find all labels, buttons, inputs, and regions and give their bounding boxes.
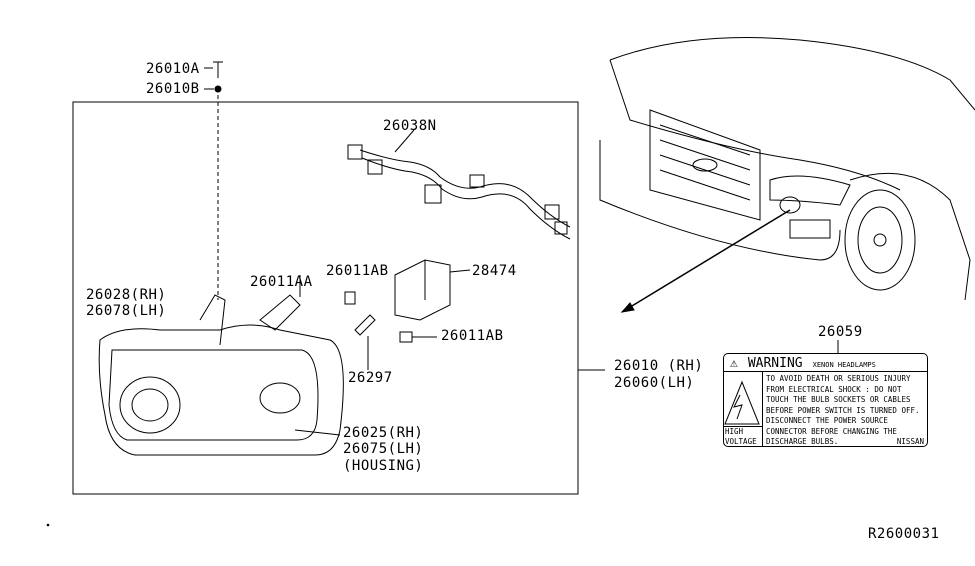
warning-triangle-icon xyxy=(724,380,760,425)
high-text: HIGH xyxy=(725,427,744,436)
xenon-warning-label: ⚠ WARNING XENON HEADLAMPS HIGH VOLTAGE T… xyxy=(723,353,928,447)
part-26078-label: 26078(LH) xyxy=(86,303,167,319)
high-voltage-panel: HIGH VOLTAGE xyxy=(724,372,763,447)
warning-subtitle: XENON HEADLAMPS xyxy=(812,361,876,369)
part-26010b-label: 26010B xyxy=(146,81,200,97)
part-26011ab-top-label: 26011AB xyxy=(326,263,389,279)
part-26038n-label: 26038N xyxy=(383,118,437,134)
part-26075-label: 26075(LH) xyxy=(343,441,424,457)
warning-line: TO AVOID DEATH OR SERIOUS INJURY xyxy=(766,374,911,383)
warning-label-header: ⚠ WARNING XENON HEADLAMPS xyxy=(724,354,927,372)
warning-line: DISCONNECT THE POWER SOURCE xyxy=(766,416,888,425)
headlamp-assembly-icon xyxy=(98,275,344,456)
part-26059-label: 26059 xyxy=(818,324,863,340)
warning-line: BEFORE POWER SWITCH IS TURNED OFF. xyxy=(766,405,920,415)
brand-text: NISSAN xyxy=(896,437,924,446)
part-26028-label: 26028(RH) xyxy=(86,287,167,303)
part-26011ab-bottom-label: 26011AB xyxy=(441,328,504,344)
housing-label: (HOUSING) xyxy=(343,458,424,474)
voltage-text: VOLTAGE xyxy=(725,437,757,446)
warning-symbol: ⚠ xyxy=(730,356,738,371)
part-26011aa-label: 26011AA xyxy=(250,274,313,290)
warning-line: TOUCH THE BULB SOCKETS OR CABLES xyxy=(766,395,911,404)
part-26010a-label: 26010A xyxy=(146,61,200,77)
part-26025-label: 26025(RH) xyxy=(343,425,424,441)
warning-title: WARNING xyxy=(747,356,803,371)
wiring-harness-icon xyxy=(347,129,571,240)
warning-line: FROM ELECTRICAL SHOCK : DO NOT xyxy=(766,384,902,394)
screw-icon xyxy=(204,61,223,300)
diagram-code: R2600031 xyxy=(868,526,940,542)
assembly-frame xyxy=(72,101,579,495)
part-26010-label: 26010 (RH) xyxy=(614,358,704,374)
warning-line: DISCHARGE BULBS. xyxy=(766,437,839,446)
part-26060-label: 26060(LH) xyxy=(614,375,695,391)
ballast-icon xyxy=(344,259,471,370)
warning-text: TO AVOID DEATH OR SERIOUS INJURY FROM EL… xyxy=(763,372,927,447)
vehicle-front-icon xyxy=(599,37,975,313)
warning-line: CONNECTOR BEFORE CHANGING THE xyxy=(766,426,897,436)
part-28474-label: 28474 xyxy=(472,263,517,279)
part-26297-label: 26297 xyxy=(348,370,393,386)
